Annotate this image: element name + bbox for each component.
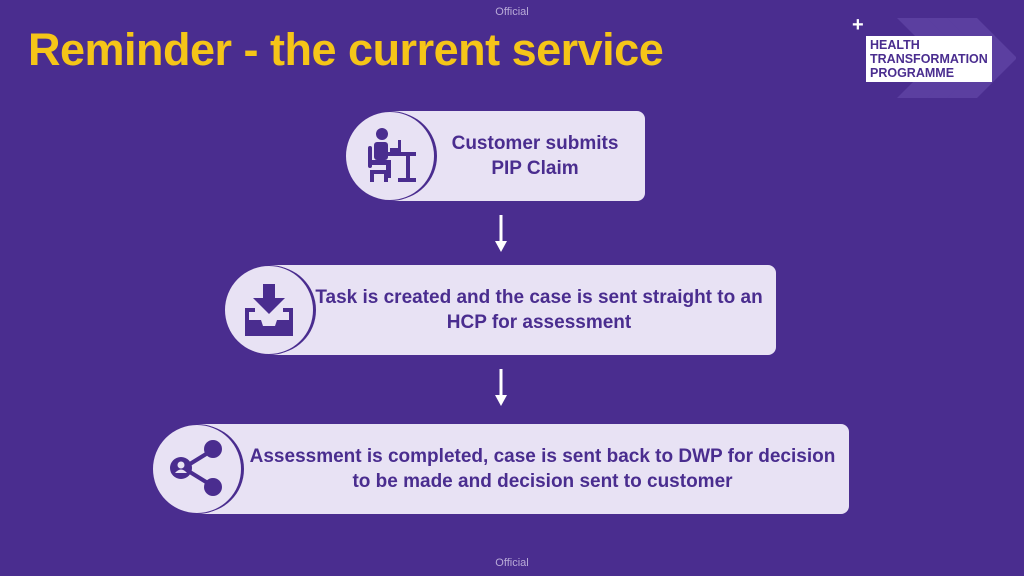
- classification-label-top: Official: [495, 6, 529, 18]
- page-title: Reminder - the current service: [28, 24, 664, 75]
- logo-line-1: HEALTH: [870, 38, 920, 52]
- flow-step-icon-circle: [152, 424, 242, 514]
- flow-step-3: Assessment is completed, case is sent ba…: [152, 424, 849, 514]
- plus-icon: +: [852, 14, 864, 36]
- flow-step-text: Customer submits PIP Claim: [451, 133, 619, 179]
- logo-line-2: TRANSFORMATION: [870, 52, 988, 66]
- flow-step-text: Task is created and the case is sent str…: [315, 287, 763, 333]
- person-at-desk-icon: [368, 128, 416, 182]
- flow-step-2: Task is created and the case is sent str…: [224, 265, 776, 355]
- flow-step-box: [192, 424, 849, 514]
- flow-step-icon-circle: [345, 111, 435, 201]
- flow-step-text: Assessment is completed, case is sent ba…: [249, 446, 836, 492]
- inbox-download-icon: [245, 284, 293, 336]
- arrow-down-icon: [495, 369, 507, 406]
- flow-step-box: [264, 265, 776, 355]
- flow-step-icon-circle: [224, 265, 314, 355]
- flow-step-1: Customer submits PIP Claim: [345, 111, 645, 201]
- logo-line-3: PROGRAMME: [870, 66, 955, 80]
- logo-wordmark: HEALTH TRANSFORMATION PROGRAMME: [866, 36, 992, 82]
- classification-label-bottom: Official: [495, 557, 529, 569]
- arrow-down-icon: [495, 215, 507, 252]
- share-network-icon: [170, 440, 222, 496]
- health-transformation-programme-logo: + HEALTH TRANSFORMATION PROGRAMME: [852, 14, 1016, 98]
